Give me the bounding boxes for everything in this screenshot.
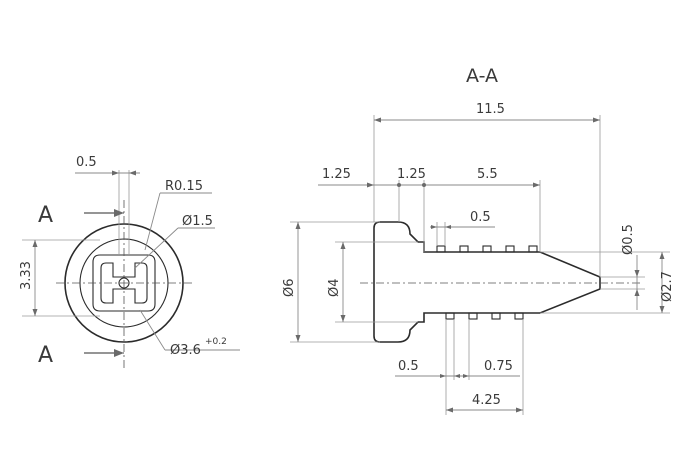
dim-barb-length: 4.25 — [472, 393, 501, 408]
barb-top-1 — [436, 245, 446, 253]
dim-outer-dia-tol: +0.2 — [205, 337, 227, 347]
front-slot-outline — [92, 254, 156, 312]
dim-barb-span: 5.5 — [477, 167, 498, 182]
dim-outer-dia: Ø3.6 — [170, 343, 201, 358]
dim-tip-base-dia: Ø2.7 — [660, 271, 675, 302]
barb-bottom-2 — [468, 312, 478, 320]
dim-head-thickness: 1.25 — [322, 167, 351, 182]
dim-head-dia: Ø6 — [282, 278, 297, 297]
section-view — [290, 115, 670, 415]
dim-neck: 1.25 — [397, 167, 426, 182]
barb-bottom-1 — [445, 312, 455, 320]
dim-barb-width: 0.5 — [398, 359, 419, 374]
dim-shank-dia: Ø4 — [327, 278, 342, 297]
section-profile — [373, 221, 601, 343]
dim-overall-length: 11.5 — [476, 102, 505, 117]
front-slot-inner — [100, 262, 148, 304]
front-view — [22, 170, 240, 370]
barb-top-3 — [482, 245, 492, 253]
dim-height: 3.33 — [19, 261, 34, 290]
section-marker-top: A — [38, 203, 53, 228]
dim-barb-gap: 0.5 — [470, 210, 491, 225]
barb-top-2 — [459, 245, 469, 253]
dim-hole-dia: Ø1.5 — [182, 214, 213, 229]
barb-top-4 — [505, 245, 515, 253]
barb-bottom-3 — [491, 312, 501, 320]
barb-bottom-4 — [514, 312, 524, 320]
section-marker-bottom: A — [38, 343, 53, 368]
dim-tip-dia: Ø0.5 — [621, 224, 636, 255]
dim-radius: R0.15 — [165, 179, 203, 194]
dim-slot-width: 0.5 — [76, 155, 97, 170]
dim-barb-pitch: 0.75 — [484, 359, 513, 374]
barb-top-5 — [528, 245, 538, 253]
section-title: A-A — [466, 65, 498, 87]
